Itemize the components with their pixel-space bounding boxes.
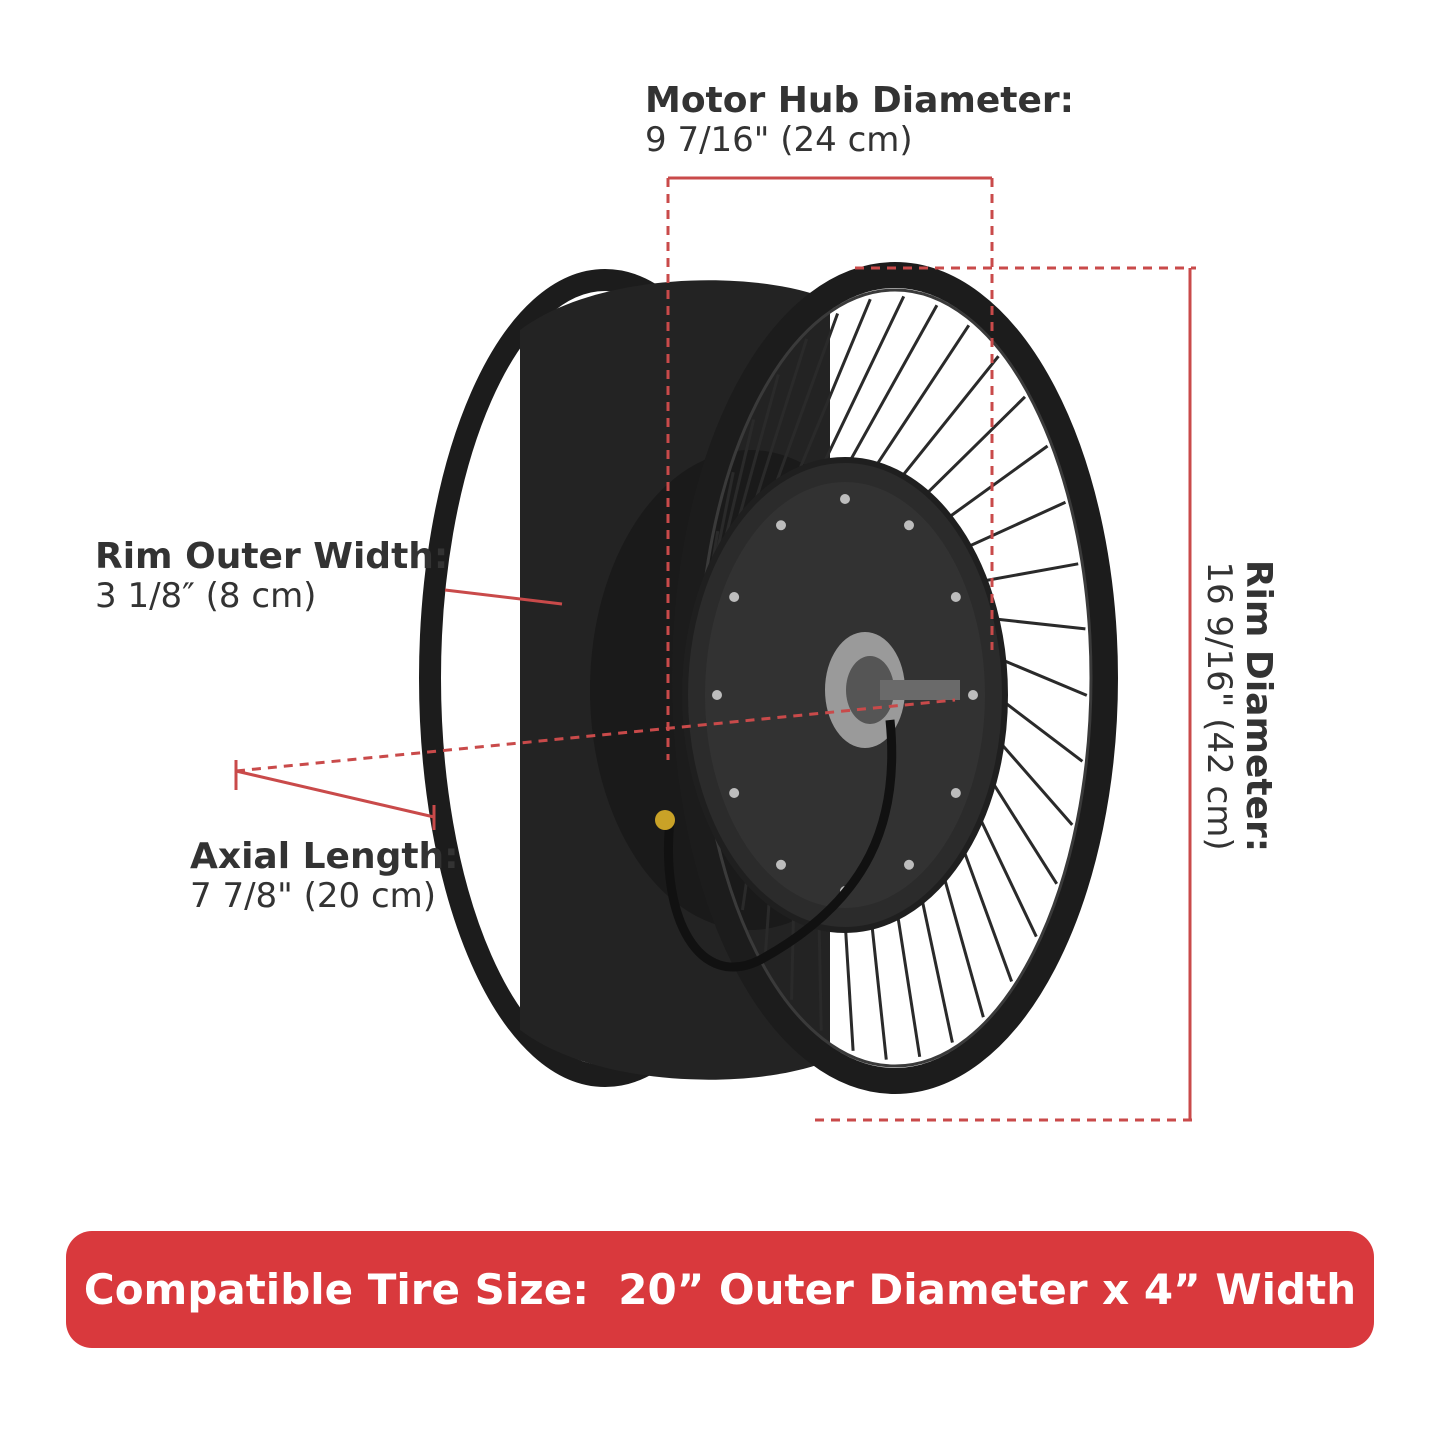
spoke	[747, 338, 809, 524]
spoke	[985, 616, 1086, 631]
hub-bolts	[712, 494, 978, 896]
axial-length-label: Axial Length: 7 7/8" (20 cm)	[190, 836, 459, 916]
hub-bolt	[840, 494, 850, 504]
rim-diameter-value: 16 9/16" (42 cm)	[1198, 561, 1239, 851]
spoke	[869, 324, 971, 475]
dimension-lines	[234, 176, 1196, 1122]
rim-outer-width-label: Rim Outer Width: 3 1/8″ (8 cm)	[95, 536, 448, 616]
spoke	[894, 906, 922, 1058]
hub-bolt	[968, 690, 978, 700]
spoke	[792, 298, 872, 485]
hub-bolt	[904, 520, 914, 531]
spoke	[918, 889, 954, 1043]
hub-bolt	[712, 690, 722, 700]
spoke	[895, 355, 1000, 485]
compatible-tire-size-banner: Compatible Tire Size: 20” Outer Diameter…	[66, 1231, 1374, 1348]
spoke	[973, 806, 1038, 938]
spoke	[843, 919, 855, 1051]
spoke	[958, 839, 1014, 983]
dim-rim-width	[444, 588, 563, 606]
hub-bolt	[950, 788, 961, 798]
spoke	[994, 693, 1084, 763]
axle-shaft	[880, 680, 960, 700]
spoke	[959, 500, 1067, 552]
dim-axial-solid	[235, 769, 435, 819]
hub-bolt	[776, 859, 786, 870]
hub-bolt	[776, 520, 786, 531]
rim-diameter-label: Rim Diameter: 16 9/16" (42 cm)	[1199, 546, 1279, 866]
spoke	[984, 771, 1059, 885]
rim-diameter-title: Rim Diameter:	[1238, 559, 1280, 853]
spoke	[843, 304, 939, 471]
hub-bolt	[950, 592, 961, 602]
spoke	[817, 295, 906, 475]
axial-length-value: 7 7/8" (20 cm)	[190, 876, 437, 917]
spoke	[940, 444, 1049, 524]
spoke	[992, 654, 1088, 697]
spoke	[991, 733, 1074, 826]
spoke	[918, 395, 1027, 502]
axle-core	[846, 656, 894, 724]
spoke	[790, 906, 796, 1000]
hub-bolt	[904, 859, 914, 870]
spoke	[974, 562, 1079, 584]
hub-bolt	[729, 788, 740, 798]
rim-outer-width-title: Rim Outer Width:	[95, 536, 449, 577]
motor-hub-diameter-value: 9 7/16" (24 cm)	[645, 120, 913, 161]
spoke	[869, 916, 888, 1060]
cable-connector	[655, 810, 675, 830]
hub-bolt	[729, 592, 740, 602]
motor-hub-diameter-label: Motor Hub Diameter: 9 7/16" (24 cm)	[645, 80, 1074, 160]
compatible-tire-size-text: Compatible Tire Size: 20” Outer Diameter…	[83, 1265, 1357, 1314]
dim-axial-dashed	[235, 698, 956, 773]
motor-hub-diameter-title: Motor Hub Diameter:	[645, 80, 1075, 121]
spoke	[768, 312, 840, 501]
axial-length-title: Axial Length:	[190, 836, 459, 877]
rim-outer-width-value: 3 1/8″ (8 cm)	[95, 576, 317, 617]
motor-cable	[664, 719, 897, 972]
spoke	[939, 866, 985, 1018]
spoke	[817, 916, 823, 1031]
